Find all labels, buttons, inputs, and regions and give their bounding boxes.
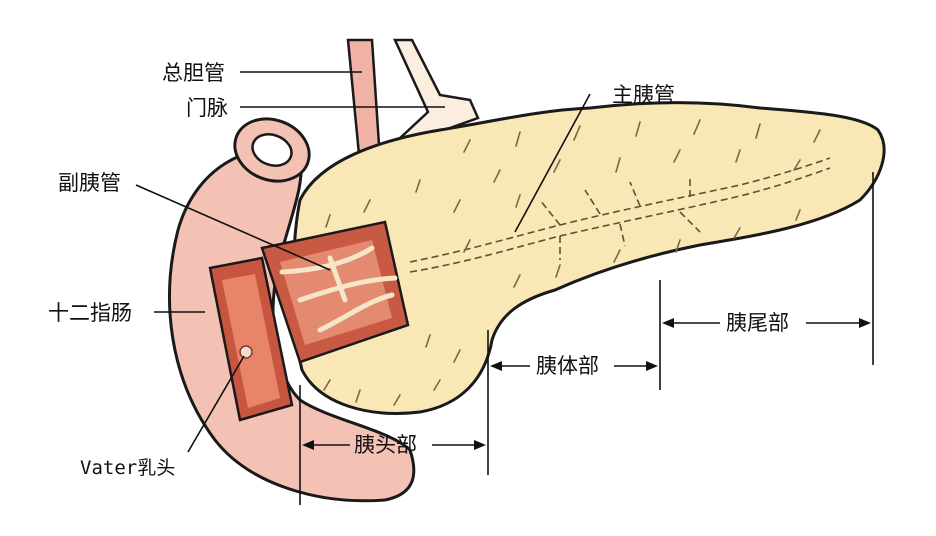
duodenum-lumen-inner <box>222 274 280 408</box>
label-body: 胰体部 <box>536 354 599 378</box>
leader-vater-papilla <box>187 355 245 453</box>
label-common-bile-duct: 总胆管 <box>162 61 225 85</box>
accessory-duct-branches <box>279 245 398 333</box>
leader-main-duct <box>514 93 591 233</box>
arrowhead-head-left <box>302 440 314 450</box>
label-head: 胰头部 <box>354 433 417 457</box>
main-duct-line <box>409 157 831 263</box>
arrowhead-body-right <box>646 361 658 371</box>
arrowhead-body-left <box>490 361 502 371</box>
vater-papilla-mark <box>239 345 253 359</box>
label-main-duct: 主胰管 <box>612 83 675 107</box>
arrowhead-tail-right <box>859 318 871 328</box>
main-duct-line-2 <box>409 167 831 273</box>
label-tail: 胰尾部 <box>726 311 789 335</box>
label-accessory-duct: 副胰管 <box>58 171 121 195</box>
leader-accessory-duct <box>135 184 331 271</box>
main-duct-branches <box>539 175 701 260</box>
label-portal-vein: 门脉 <box>186 96 228 120</box>
label-vater-papilla: Vater乳头 <box>80 457 175 479</box>
arrowhead-tail-left <box>662 318 674 328</box>
arrowhead-head-right <box>474 440 486 450</box>
label-duodenum: 十二指肠 <box>48 301 132 325</box>
duodenum-cut-ring-inner <box>251 133 293 167</box>
pancreas-texture <box>323 119 821 406</box>
pancreas-cut-shade <box>280 240 392 345</box>
duodenum <box>168 146 416 503</box>
pancreas <box>291 101 886 415</box>
